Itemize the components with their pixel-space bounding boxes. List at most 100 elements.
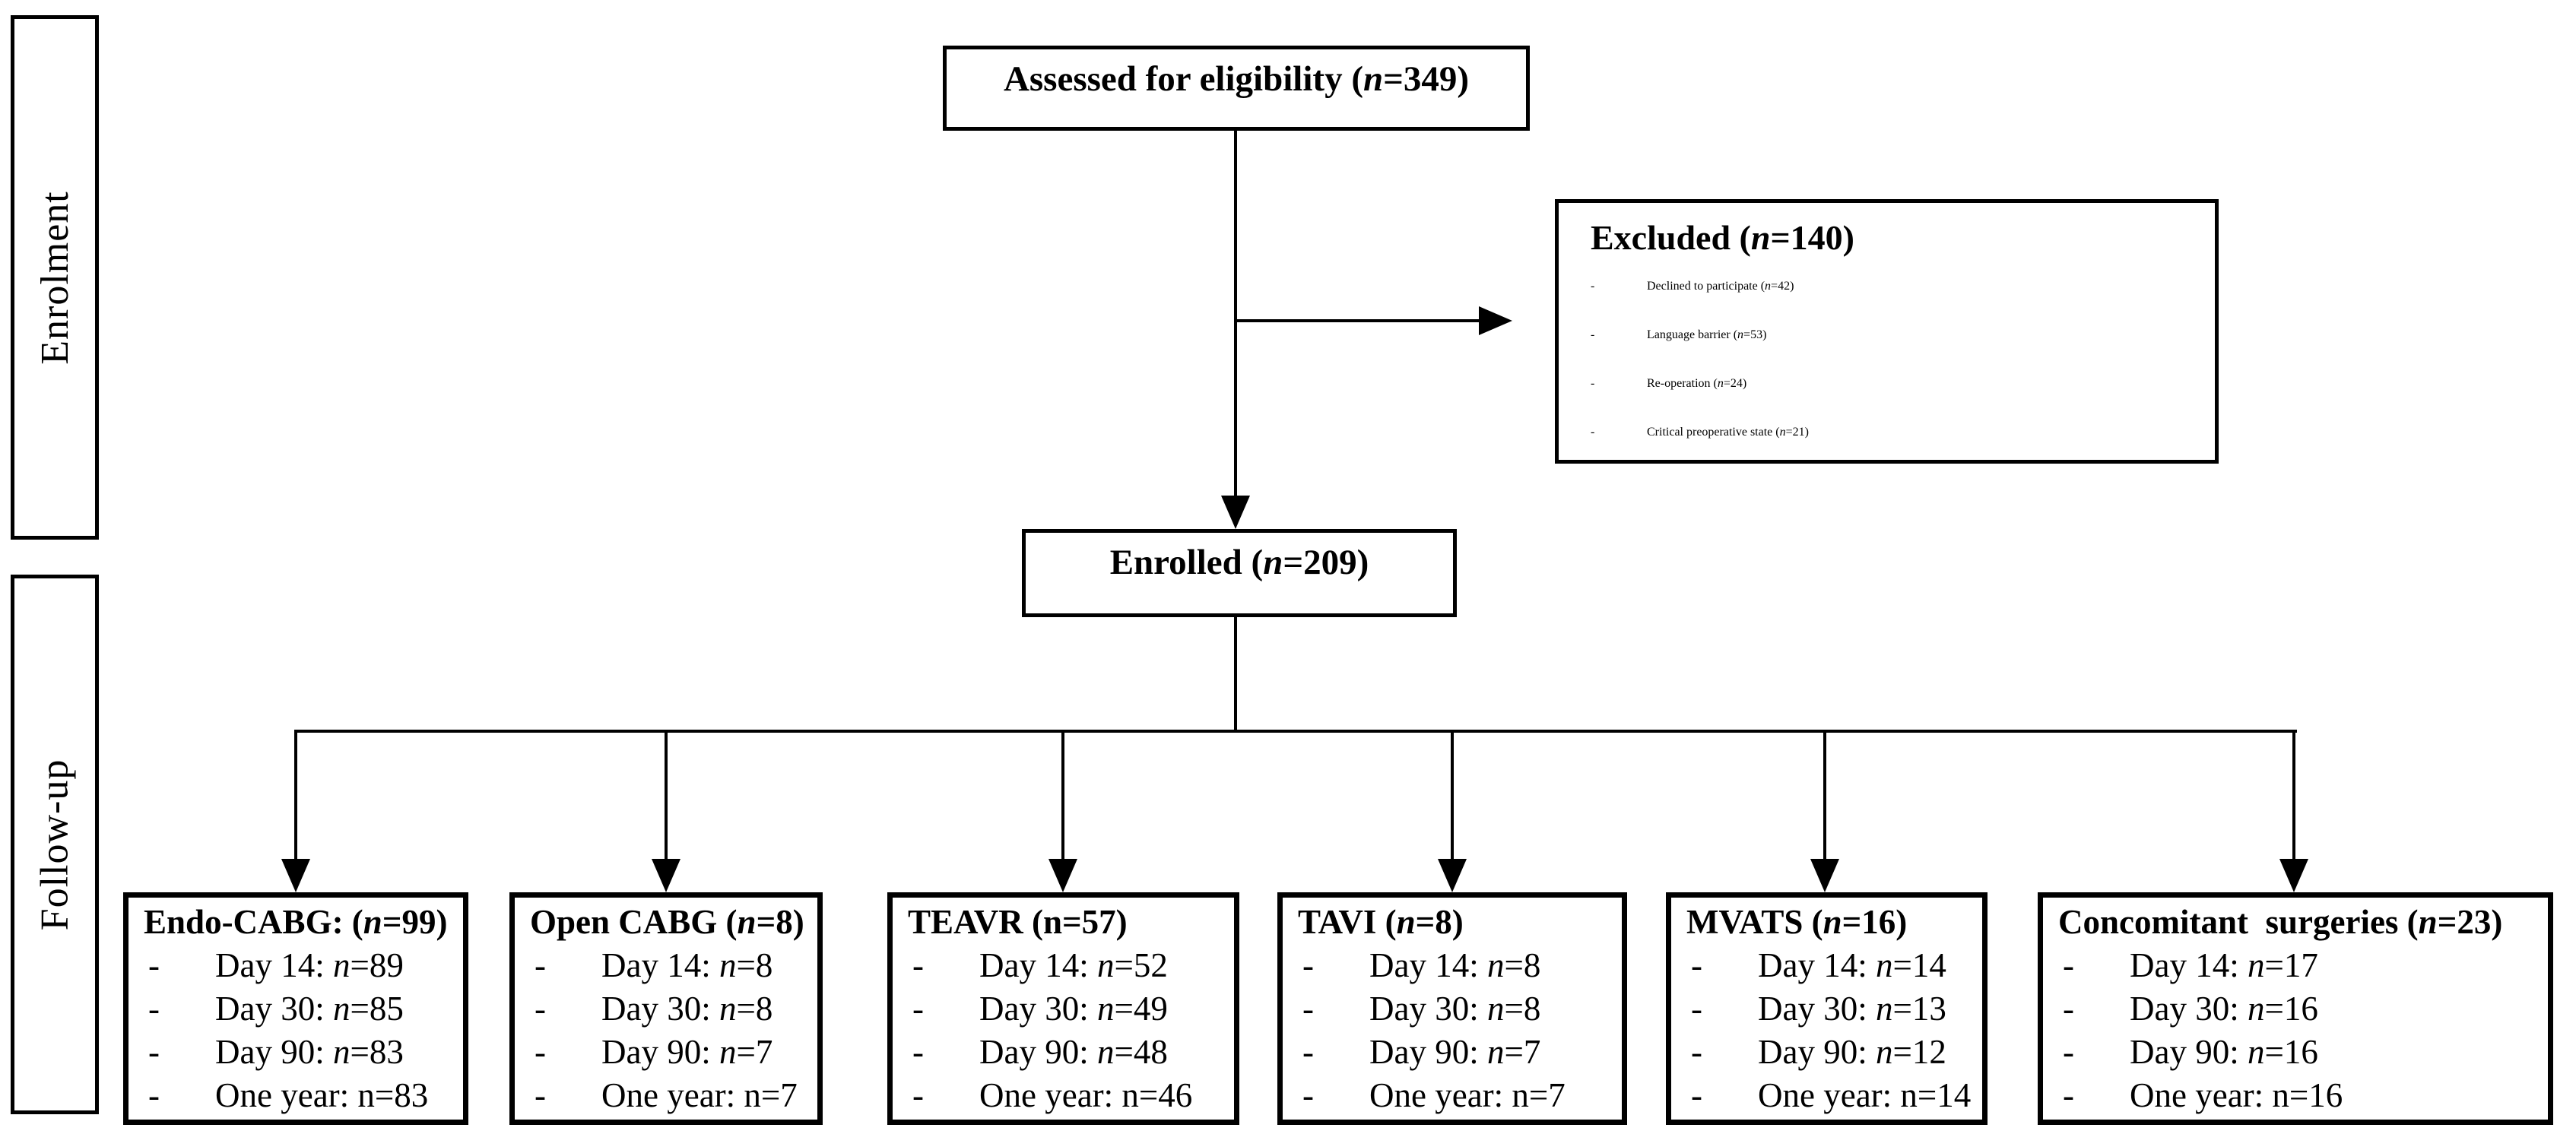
list-item-text: Day 30: n=8 <box>1369 990 1541 1028</box>
group-title: Endo-CABG: (n=99) <box>144 903 448 941</box>
list-item: - Day 90: n=7 <box>1298 1031 1617 1074</box>
list-item: - Re-operation (n=24) <box>1591 360 2207 408</box>
followup-box-open-cabg: Open CABG (n=8) - Day 14: n=8-Day 30: n=8… <box>509 892 823 1125</box>
bullet-dash: - <box>535 1033 546 1071</box>
group-title: TAVI (n=8) <box>1298 903 1464 941</box>
group-title: Open CABG (n=8) <box>530 903 804 941</box>
list-item-text: Language barrier (n=53) <box>1647 328 1767 341</box>
list-item-text: One year: n=14 <box>1758 1076 1972 1114</box>
bullet-dash: - <box>912 1033 924 1071</box>
list-item: -One year: n=7 <box>530 1074 813 1117</box>
assessed-label: Assessed for eligibility (n=349) <box>1003 59 1470 99</box>
excluded-box: Excluded (n=140) - Declined to participat… <box>1555 199 2219 464</box>
bullet-dash: - <box>1691 990 1702 1028</box>
list-item: - Day 30: n=13 <box>1686 987 1978 1031</box>
list-item: - Declined to participate (n=42) <box>1591 262 2207 311</box>
flow-line-branch-endo-cabg <box>294 733 297 860</box>
followup-box-endo-cabg: Endo-CABG: (n=99) -Day 14: n=89-Day 30: … <box>123 892 468 1125</box>
list-item-text: Day 90: n=12 <box>1758 1033 1946 1071</box>
bullet-dash: - <box>2063 1033 2074 1071</box>
list-item-text: Day 90: n=7 <box>1369 1033 1541 1071</box>
arrowhead-to-excluded-icon <box>1479 306 1512 335</box>
bullet-dash: - <box>1302 1033 1314 1071</box>
stage-box-enrolment: Enrolment <box>11 15 99 540</box>
flow-line-branch-tavi <box>1451 733 1454 860</box>
bullet-dash: - <box>1591 280 1595 293</box>
list-item: -Day 30: n=85 <box>144 987 458 1031</box>
arrowhead-to-enrolled-icon <box>1221 496 1250 529</box>
list-item-text: Day 30: n=49 <box>979 990 1168 1028</box>
list-item: - Language barrier (n=53) <box>1591 311 2207 360</box>
assessed-for-eligibility-box: Assessed for eligibility (n=349) <box>943 46 1530 131</box>
flow-line-assessed-to-enrolled <box>1234 131 1237 502</box>
bullet-dash: - <box>1591 328 1595 341</box>
bullet-dash: - <box>148 1033 160 1071</box>
list-item: - Day 90: n=48 <box>908 1031 1229 1074</box>
flow-line-distribution <box>294 730 2297 733</box>
followup-box-tavi: TAVI (n=8) -Day 14: n=8-Day 30: n=8-Day … <box>1277 892 1627 1125</box>
bullet-dash: - <box>1591 377 1595 390</box>
bullet-dash: - <box>1302 990 1314 1028</box>
list-item: -Day 90: n=7 <box>530 1031 813 1074</box>
list-item: - Day 30: n=16 <box>2058 987 2543 1031</box>
list-item-text: One year: n=83 <box>215 1076 429 1114</box>
flow-line-branch-teavr <box>1061 733 1064 860</box>
list-item: -Day 90: n=16 <box>2058 1031 2543 1074</box>
bullet-dash: - <box>535 990 546 1028</box>
list-item-text: Declined to participate (n=42) <box>1647 280 1794 293</box>
bullet-dash: - <box>2063 990 2074 1028</box>
list-item: -Day 90: n=83 <box>144 1031 458 1074</box>
excluded-title: Excluded (n=140) <box>1591 218 1854 257</box>
enrolled-box: Enrolled (n=209) <box>1022 529 1457 617</box>
bullet-dash: - <box>912 990 924 1028</box>
list-item-text: Day 90: n=48 <box>979 1033 1168 1071</box>
bullet-dash: - <box>1591 426 1595 439</box>
list-item: -Day 14: n=8 <box>1298 944 1617 987</box>
followup-box-teavr: TEAVR (n=57) -Day 14: n=52-Day 30: n=49-… <box>887 892 1239 1125</box>
bullet-dash: - <box>912 1076 924 1114</box>
group-list: - Day 14: n=52 - Day 30: n=49 - Day 90: n=48-… <box>908 944 1229 1117</box>
bullet-dash: - <box>1691 1076 1702 1114</box>
arrowhead-mvats-icon <box>1810 859 1839 892</box>
followup-box-concomitant-surgeries: Concomitant surgeries (n=23) - Day 14: n=… <box>2038 892 2553 1125</box>
group-list: -Day 14: n=17-Day 30: n=16-Day 90: n=16-… <box>2058 944 2543 1117</box>
list-item: -One year: n=7 <box>1298 1074 1617 1117</box>
list-item-text: Day 14: n=89 <box>215 946 404 984</box>
arrowhead-tavi-icon <box>1438 859 1467 892</box>
bullet-dash: - <box>2063 946 2074 984</box>
list-item-text: Day 14: n=14 <box>1758 946 1946 984</box>
list-item-text: Day 14: n=17 <box>2130 946 2318 984</box>
group-title: MVATS (n=16) <box>1686 903 1908 941</box>
arrowhead-open-cabg-icon <box>652 859 680 892</box>
list-item: - One year: n=14 <box>1686 1074 1978 1117</box>
list-item-text: Day 14: n=8 <box>601 946 773 984</box>
bullet-dash: - <box>148 1076 160 1114</box>
list-item: - Day 30: n=49 <box>908 987 1229 1031</box>
flow-line-excluded-branch <box>1236 319 1479 322</box>
list-item-text: Day 30: n=13 <box>1758 990 1946 1028</box>
list-item-text: One year: n=7 <box>1369 1076 1566 1114</box>
list-item-text: Re-operation (n=24) <box>1647 377 1747 390</box>
stage-box-followup: Follow-up <box>11 575 99 1114</box>
list-item-text: One year: n=16 <box>2130 1076 2343 1114</box>
list-item: -Day 90: n=12 <box>1686 1031 1978 1074</box>
list-item: -Day 14: n=89 <box>144 944 458 987</box>
list-item-text: Critical preoperative state (n=21) <box>1647 426 1809 439</box>
list-item: - Critical preoperative state (n=21) <box>1591 408 2207 457</box>
group-title: Concomitant surgeries (n=23) <box>2058 903 2503 941</box>
list-item-text: Day 30: n=16 <box>2130 990 2318 1028</box>
group-title: TEAVR (n=57) <box>908 903 1128 941</box>
followup-box-mvats: MVATS (n=16) -Day 14: n=14-Day 30: n=13-… <box>1666 892 1988 1125</box>
flow-line-branch-concomitant <box>2292 733 2295 860</box>
list-item: -Day 14: n=14 <box>1686 944 1978 987</box>
list-item: -Day 30: n=8 <box>530 987 813 1031</box>
list-item-text: Day 14: n=8 <box>1369 946 1541 984</box>
list-item-text: One year: n=7 <box>601 1076 798 1114</box>
stage-label-enrolment: Enrolment <box>33 190 77 365</box>
group-list: -Day 14: n=8-Day 30: n=8-Day 90: n=7-One… <box>1298 944 1617 1117</box>
bullet-dash: - <box>2063 1076 2074 1114</box>
list-item-text: One year: n=46 <box>979 1076 1193 1114</box>
list-item-text: Day 14: n=52 <box>979 946 1168 984</box>
bullet-dash: - <box>148 990 160 1028</box>
